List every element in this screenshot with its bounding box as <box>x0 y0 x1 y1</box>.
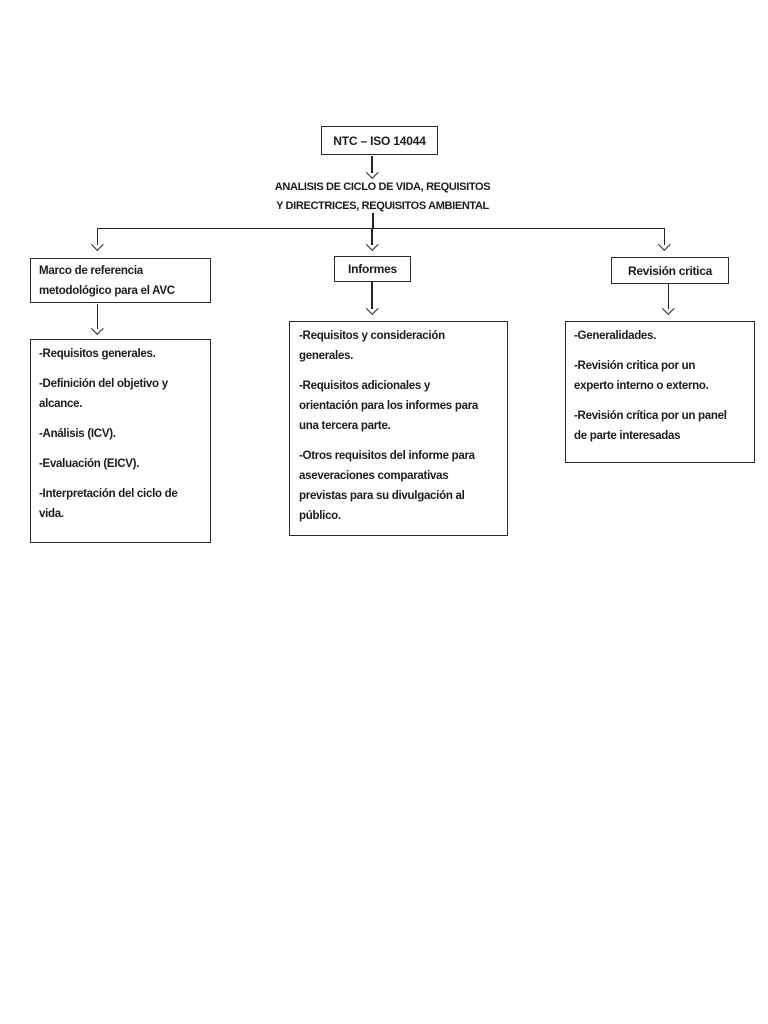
arrow-revision-to-details <box>662 284 675 315</box>
arrowhead-icon <box>365 238 379 251</box>
detail-item: -Evaluación (EICV). <box>39 458 140 470</box>
details-box-revision: -Generalidades. -Revisión critica por un… <box>565 321 755 463</box>
arrow-to-branch-revision <box>658 228 671 251</box>
branch-header-revision: Revisión critica <box>611 257 729 284</box>
detail-item: -Interpretación del ciclo de vida. <box>39 488 178 520</box>
arrowhead-icon <box>658 238 671 251</box>
arrowhead-icon <box>91 238 104 251</box>
branch-header-marco: Marco de referencia metodológico para el… <box>30 258 211 303</box>
branch-header-informes: Informes <box>334 256 411 282</box>
arrowhead-icon <box>91 322 104 335</box>
branch-header-informes-label: Informes <box>347 262 398 276</box>
detail-item: -Análisis (ICV). <box>39 428 116 440</box>
arrow-root-to-heading <box>365 156 379 179</box>
arrowhead-icon <box>365 166 379 179</box>
detail-item: -Requisitos generales. <box>39 348 156 360</box>
arrow-marco-to-details <box>91 304 104 335</box>
details-box-marco: -Requisitos generales. -Definición del o… <box>30 339 211 543</box>
connector-trunk-stub <box>372 213 374 229</box>
detail-item: -Definición del objetivo y alcance. <box>39 378 168 410</box>
root-box-label: NTC – ISO 14044 <box>333 133 426 148</box>
detail-item: -Otros requisitos del informe para aseve… <box>299 450 475 522</box>
detail-item: -Requisitos adicionales y orientación pa… <box>299 380 479 432</box>
arrow-informes-to-details <box>365 282 379 315</box>
detail-item: -Revisión crítica por un panel de parte … <box>574 410 727 442</box>
details-box-informes: -Requisitos y consideración generales. -… <box>289 321 508 536</box>
arrowhead-icon <box>365 302 379 315</box>
root-box: NTC – ISO 14044 <box>321 126 438 155</box>
detail-item: -Generalidades. <box>574 330 657 342</box>
arrowhead-icon <box>662 302 675 315</box>
arrow-to-branch-informes <box>365 228 379 251</box>
detail-item: -Revisión critica por un experto interno… <box>574 360 709 392</box>
connector-horizontal-line <box>97 227 665 230</box>
branch-header-revision-label: Revisión critica <box>628 263 712 278</box>
arrow-to-branch-marco <box>91 228 104 251</box>
diagram-heading: ANALISIS DE CICLO DE VIDA, REQUISITOS Y … <box>274 181 491 212</box>
detail-item: -Requisitos y consideración generales. <box>299 330 445 362</box>
